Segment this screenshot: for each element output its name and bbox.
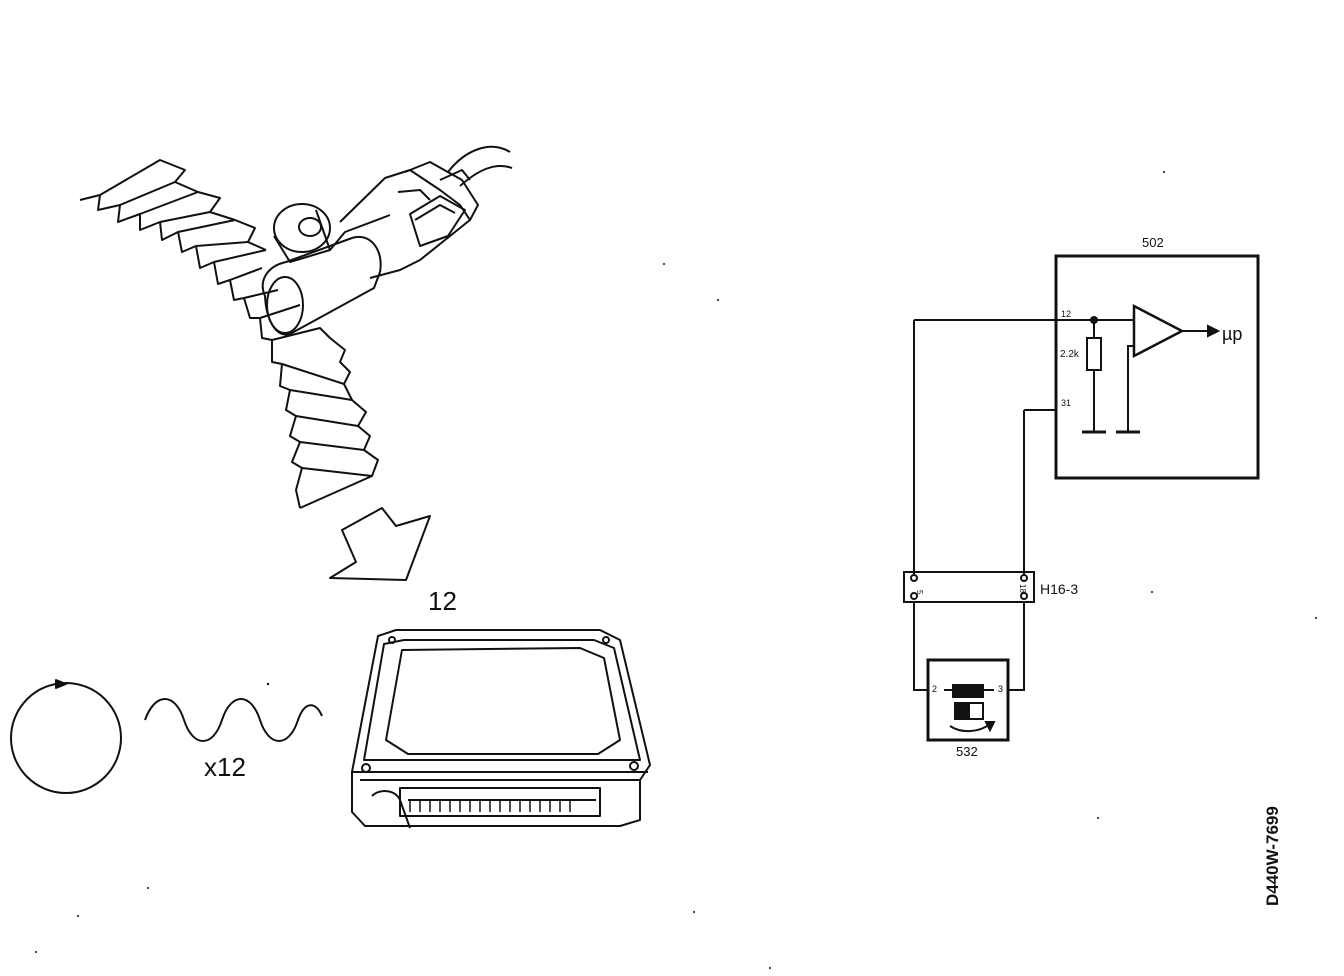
wire-pin-31 (1023, 409, 1056, 574)
control-module-label: 502 (1142, 235, 1164, 250)
scan-specks (35, 171, 1317, 969)
connector-h16-3 (903, 571, 1035, 603)
pin-12-label: 12 (1061, 309, 1071, 319)
figure-id: D440W-7699 (1263, 806, 1282, 906)
sensor-label: 532 (956, 744, 978, 759)
wire-pin-12 (913, 319, 1094, 574)
sine-wave (144, 698, 323, 742)
sensor-pin-left-label: 2 (932, 684, 937, 694)
multiplier-label: x12 (204, 752, 246, 782)
wiring-schematic (903, 254, 1260, 742)
flywheel-teeth (79, 159, 379, 509)
sensor-pin-right-label: 3 (998, 684, 1003, 694)
control-module-box (1054, 254, 1260, 480)
output-label: µp (1222, 324, 1242, 344)
pin-31-label: 31 (1061, 398, 1071, 408)
connector-pin-right-label: 18 (1018, 584, 1027, 593)
rotation-circle (10, 679, 122, 794)
amplifier (1132, 303, 1185, 359)
sensor-box (926, 658, 1010, 742)
resistor (1086, 337, 1102, 371)
crankshaft-sensor (261, 145, 513, 336)
down-arrow (329, 507, 431, 581)
tooth-count-label: 12 (428, 586, 457, 616)
crankshaft-sensor-illustration (10, 145, 651, 829)
control-module-illustration (351, 629, 651, 829)
resistor-label: 2.2k (1060, 349, 1080, 360)
connector-label: H16-3 (1040, 581, 1078, 597)
connector-pin-left-label: 5 (915, 590, 924, 595)
